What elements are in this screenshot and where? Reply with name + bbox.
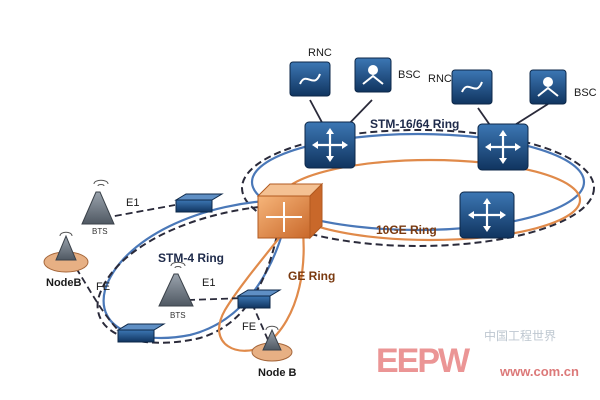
- watermark-cn-name: 中国工程世界: [484, 328, 556, 343]
- eepw-watermark: EEPW 中国工程世界 www.com.cn: [376, 328, 579, 380]
- nodeb-left-label: NodeB: [46, 277, 82, 289]
- e1-mid-label: E1: [202, 277, 215, 289]
- stm16-node-right[interactable]: [477, 123, 529, 171]
- stm4-ring-label: STM-4 Ring: [158, 251, 224, 265]
- stm16-ring-lines: [241, 129, 595, 247]
- nodeb-bottom-station[interactable]: Node B: [251, 325, 297, 379]
- nodeb-bottom-label: Node B: [258, 367, 297, 379]
- ge10-ring-label: 10GE Ring: [376, 223, 437, 237]
- bsc-left-device[interactable]: BSC: [354, 57, 421, 93]
- bts-mid-label: BTS: [170, 311, 186, 320]
- bts-top-tower[interactable]: BTS: [81, 179, 115, 236]
- stm4-ring-lines: [96, 198, 292, 344]
- fe-left-label: FE: [96, 281, 110, 293]
- rnc-left-device[interactable]: RNC: [289, 47, 332, 97]
- ge-ring-lines: [218, 211, 305, 352]
- access-links: [75, 204, 269, 341]
- stm16-node-left[interactable]: [304, 121, 356, 169]
- core-aggregation-device[interactable]: [256, 182, 324, 240]
- stm4-switch-top[interactable]: [174, 193, 224, 213]
- rnc-right-device[interactable]: RNC: [428, 69, 493, 105]
- bsc-right-device[interactable]: BSC: [529, 69, 597, 105]
- fe-bottom-label: FE: [242, 321, 256, 333]
- ge10-node-right[interactable]: [459, 191, 515, 239]
- rnc-left-label: RNC: [308, 47, 332, 59]
- bsc-left-label: BSC: [398, 69, 421, 81]
- watermark-logo: EEPW: [376, 342, 471, 380]
- stm4-switch-mid[interactable]: [236, 289, 282, 309]
- bts-top-label: BTS: [92, 227, 108, 236]
- bts-mid-tower[interactable]: BTS: [158, 261, 194, 320]
- bsc-right-label: BSC: [574, 87, 597, 99]
- ge-ring-label: GE Ring: [288, 269, 335, 283]
- e1-top-label: E1: [126, 197, 139, 209]
- rnc-right-label: RNC: [428, 73, 452, 85]
- watermark-url: www.com.cn: [499, 364, 579, 379]
- stm4-switch-bottom[interactable]: [116, 323, 166, 343]
- nodeb-left-station[interactable]: NodeB: [43, 231, 89, 289]
- stm16-ring-label: STM-16/64 Ring: [370, 117, 459, 131]
